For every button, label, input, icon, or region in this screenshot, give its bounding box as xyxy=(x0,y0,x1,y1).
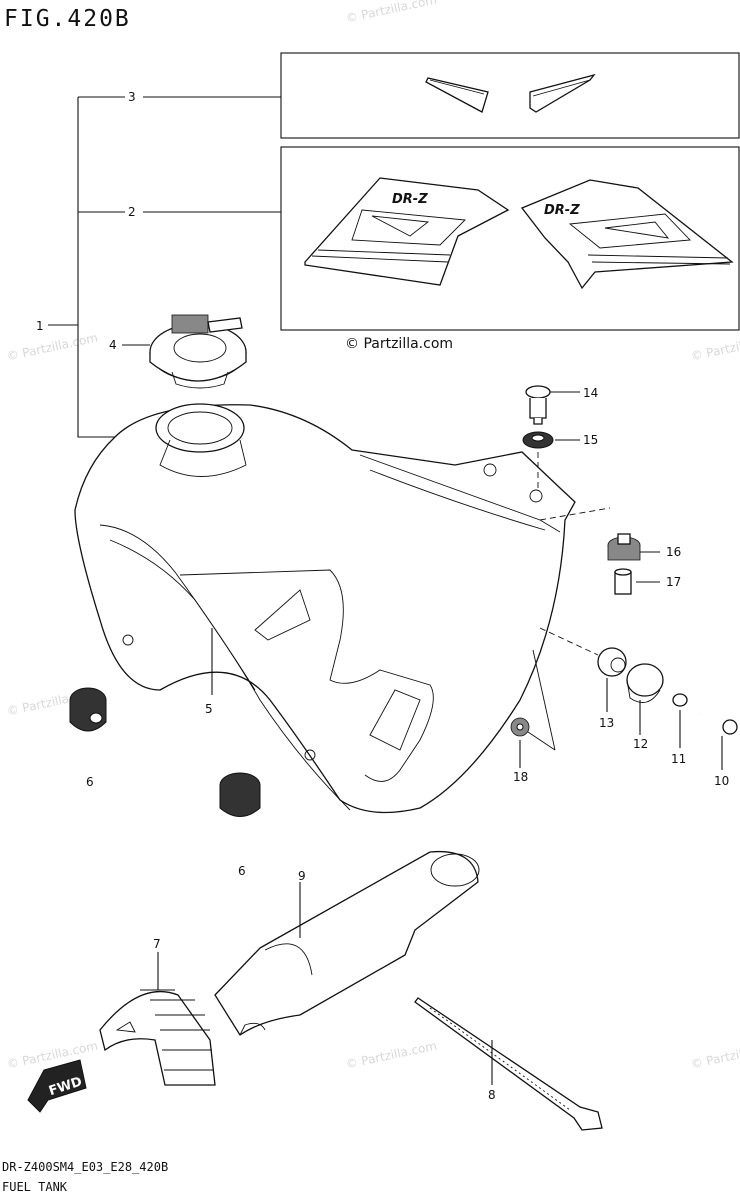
cushion-7 xyxy=(99,989,216,1086)
decal-box-small xyxy=(280,52,740,139)
part-label-8: 8 xyxy=(488,1088,496,1102)
cable-tie-8 xyxy=(414,997,603,1131)
small-decal-right xyxy=(529,73,596,113)
copyright-notice: © Partzilla.com xyxy=(345,336,454,352)
model-code: DR-Z400SM4_E03_E28_420B xyxy=(2,1160,169,1174)
right-decal-logo: DR-Z xyxy=(544,203,580,218)
part-label-7: 7 xyxy=(153,937,161,951)
fuel-tank-body xyxy=(74,403,611,814)
part-label-3: 3 xyxy=(128,90,136,104)
large-decal-left: DR-Z xyxy=(304,177,510,286)
cushion-12 xyxy=(626,663,664,703)
page-name: FUEL TANK xyxy=(2,1180,68,1194)
part-label-13: 13 xyxy=(599,716,614,730)
small-decal-left xyxy=(425,77,489,113)
collar-17 xyxy=(614,568,632,595)
part-label-18: 18 xyxy=(513,770,528,784)
part-label-10: 10 xyxy=(714,774,729,788)
part-label-1: 1 xyxy=(36,319,44,333)
part-label-4: 4 xyxy=(109,338,117,352)
washer-11 xyxy=(672,693,688,707)
washer-15 xyxy=(522,431,554,449)
decal-box-large xyxy=(280,146,740,331)
bolt-10 xyxy=(699,712,738,735)
cushion-16 xyxy=(607,533,641,561)
part-label-14: 14 xyxy=(583,386,598,400)
large-decal-right: DR-Z xyxy=(520,179,734,290)
forward-direction-arrow: FWD xyxy=(27,1059,87,1113)
left-decal-logo: DR-Z xyxy=(392,192,428,207)
cushion-13 xyxy=(597,647,627,677)
part-label-17: 17 xyxy=(666,575,681,589)
fuel-cap xyxy=(149,314,247,389)
bolt-14 xyxy=(525,385,551,425)
part-label-11: 11 xyxy=(671,752,686,766)
part-label-16: 16 xyxy=(666,545,681,559)
protector-9 xyxy=(214,850,480,1036)
part-label-5: 5 xyxy=(205,702,213,716)
grommet-upper xyxy=(69,687,107,732)
part-label-6-lower: 6 xyxy=(238,864,246,878)
part-label-9: 9 xyxy=(298,869,306,883)
part-label-12: 12 xyxy=(633,737,648,751)
part-label-2: 2 xyxy=(128,205,136,219)
part-label-15: 15 xyxy=(583,433,598,447)
grommet-18 xyxy=(510,717,530,737)
part-label-6-upper: 6 xyxy=(86,775,94,789)
grommet-lower xyxy=(219,772,261,817)
figure-title: FIG.420B xyxy=(4,6,131,32)
